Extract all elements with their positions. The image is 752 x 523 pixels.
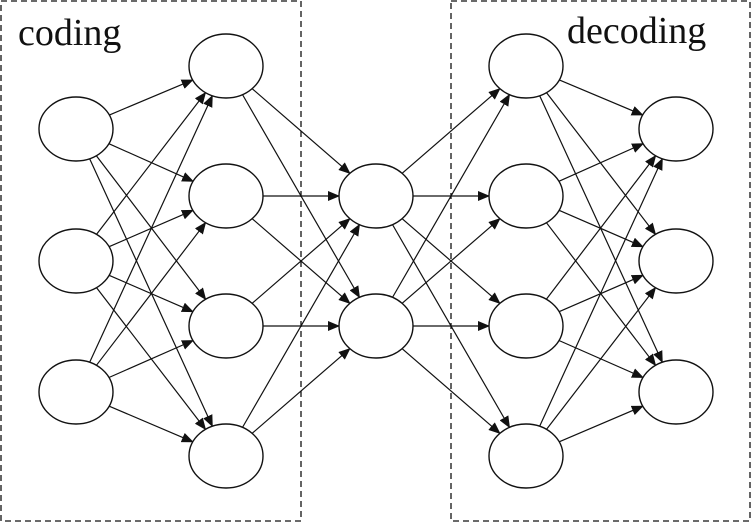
neuron-layer4-node2 (638, 359, 714, 425)
neuron-layer1-node3 (188, 423, 264, 489)
neuron-layer3-node1 (488, 163, 564, 229)
decoding-label: decoding (567, 10, 707, 52)
neuron-layer0-node2 (38, 359, 114, 425)
neuron-nodes (38, 33, 714, 489)
neuron-layer1-node2 (188, 293, 264, 359)
edge-l1-n3-to-n0 (241, 223, 361, 428)
neuron-layer3-node2 (488, 293, 564, 359)
edge-l3-n3-to-n2 (558, 405, 644, 443)
edge-l0-n0-to-n0 (109, 79, 194, 116)
connection-edges (89, 79, 663, 443)
neuron-layer3-node0 (488, 33, 564, 99)
edge-l2-n0-to-n0 (401, 87, 501, 174)
edge-l1-n0-to-n0 (251, 88, 351, 175)
neuron-layer4-node1 (638, 228, 714, 294)
edge-l2-n1-to-n3 (401, 348, 501, 435)
neuron-layer0-node1 (38, 228, 114, 294)
neuron-layer2-node1 (338, 293, 414, 359)
edge-l0-n1-to-n0 (96, 91, 207, 235)
coding-label: coding (18, 12, 122, 54)
edge-l1-n2-to-n0 (251, 217, 351, 304)
edge-l1-n3-to-n1 (251, 347, 351, 434)
edge-l3-n2-to-n0 (545, 154, 657, 300)
neuron-layer2-node0 (338, 163, 414, 229)
neuron-layer1-node1 (188, 163, 264, 229)
edge-l0-n2-to-n1 (95, 221, 207, 366)
edge-l0-n0-to-n2 (95, 155, 207, 301)
edge-l3-n1-to-n0 (558, 143, 645, 182)
neuron-layer1-node0 (188, 33, 264, 99)
edge-l3-n1-to-n1 (558, 209, 644, 248)
edge-l3-n3-to-n1 (546, 286, 657, 430)
edge-l0-n0-to-n1 (108, 143, 195, 182)
edge-l0-n2-to-n0 (89, 94, 213, 363)
edge-l2-n1-to-n0 (391, 93, 511, 298)
edge-l3-n3-to-n0 (539, 157, 663, 427)
edge-l0-n2-to-n2 (108, 339, 194, 379)
neuron-layer4-node0 (638, 96, 714, 162)
edge-l3-n0-to-n1 (546, 92, 657, 236)
edge-l0-n2-to-n3 (108, 405, 194, 443)
neuron-layer3-node3 (488, 423, 564, 489)
edge-l3-n0-to-n0 (559, 79, 644, 116)
neuron-layer0-node0 (38, 96, 114, 162)
edge-l2-n1-to-n1 (401, 217, 501, 304)
edge-l0-n0-to-n3 (89, 158, 213, 428)
